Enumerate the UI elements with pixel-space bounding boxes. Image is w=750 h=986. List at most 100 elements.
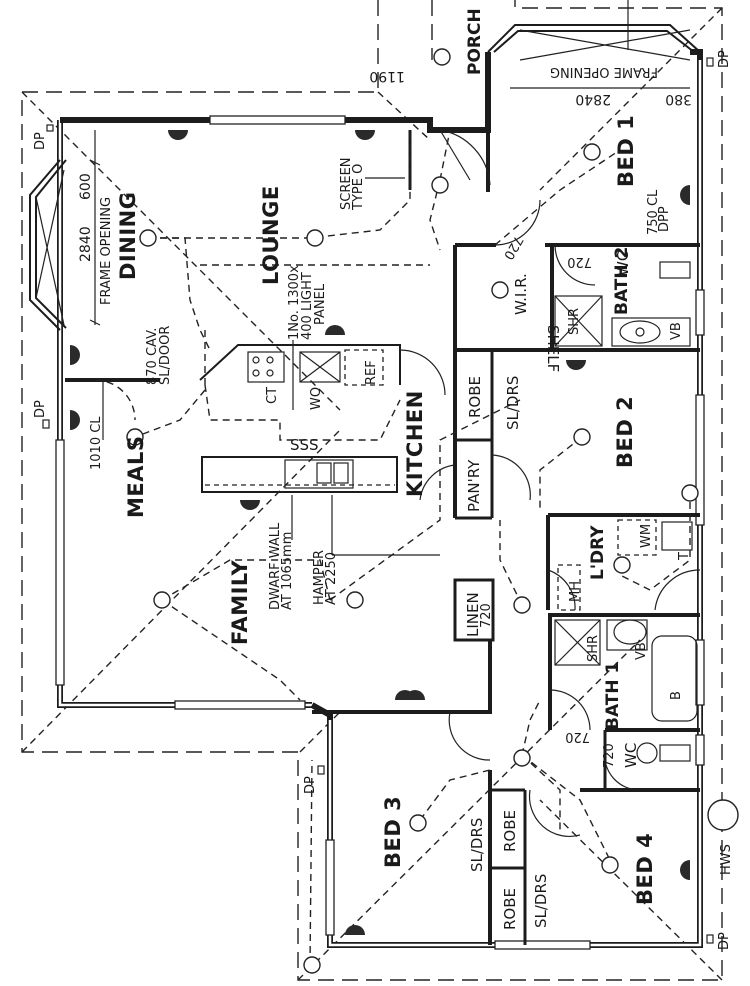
label-sl-drs-bed4: SL/DRS <box>532 874 550 928</box>
bathtub <box>651 635 698 722</box>
window <box>695 734 705 766</box>
ceiling-light <box>513 596 531 614</box>
window <box>174 700 306 710</box>
note-hamper-2: AT 2250 <box>324 552 339 605</box>
label-shelf: SHELF <box>544 325 562 372</box>
dim-bed1-2840: 2840 <box>575 91 611 107</box>
power-point <box>70 410 80 430</box>
power-point <box>70 345 80 365</box>
room-label-bed4: BED 4 <box>633 833 657 905</box>
washing-machine <box>617 519 657 556</box>
note-light-panel-1: 1No. 1300x <box>287 265 302 340</box>
room-label-wc-bath2: WC <box>614 251 632 276</box>
dim-dining-600: 600 <box>78 173 94 200</box>
dim-door-wir: 720 <box>500 233 525 262</box>
label-bathtub: B <box>669 691 684 700</box>
room-label-pantry: PAN'RY <box>465 459 483 512</box>
dim-bed1-380: 380 <box>665 91 692 107</box>
ceiling-light <box>431 176 449 194</box>
label-ct: CT <box>265 387 280 404</box>
room-label-bed3: BED 3 <box>381 796 405 868</box>
ceiling-light <box>409 814 427 832</box>
ceiling-light <box>601 856 619 874</box>
label-vb-bath1: VB <box>634 642 649 660</box>
dim-porch: 1190 <box>369 68 405 84</box>
label-sl-drs-bed2: SL/DRS <box>504 376 522 430</box>
note-dwarf-wall-1: DWARF WALL <box>268 522 283 610</box>
ceiling-light <box>681 484 699 502</box>
bath-fixtures <box>554 261 698 764</box>
dim-door-linen: 720 <box>479 603 494 628</box>
room-label-meals: MEALS <box>124 435 148 518</box>
room-label-bed2: BED 2 <box>613 396 637 468</box>
label-hws: HWS <box>719 844 734 875</box>
toilet-wc <box>659 744 691 762</box>
cooktop <box>247 351 285 383</box>
room-label-lounge: LOUNGE <box>259 185 283 285</box>
labels: DINING LOUNGE MEALS FAMILY KITCHEN PORCH… <box>33 8 734 950</box>
ceiling-light <box>513 749 531 767</box>
label-wm: WM <box>639 524 654 548</box>
label-mh: MH <box>568 581 583 602</box>
power-point <box>355 130 375 140</box>
label-downpipe-4: DP <box>717 50 732 68</box>
refrigerator-space <box>344 349 384 386</box>
note-cav-door-2: SL/DOOR <box>158 326 173 385</box>
note-hamper-1: HAMPER <box>312 550 327 605</box>
label-downpipe-5: DP <box>717 932 732 950</box>
note-cav-door-1: 870 CAV. <box>145 328 160 385</box>
label-shr-bath1: SHR <box>586 635 601 662</box>
label-sl-drs-bed3: SL/DRS <box>468 818 486 872</box>
note-frame-opening-dining: FRAME OPENING <box>99 197 114 305</box>
ceiling-light <box>139 229 157 247</box>
room-label-bath1: BATH 1 <box>603 662 623 730</box>
room-label-porch: PORCH <box>465 8 485 75</box>
ceiling-light <box>126 428 144 446</box>
room-label-wir: W.I.R. <box>512 273 530 315</box>
room-label-dining: DINING <box>116 192 140 280</box>
room-label-laundry: L'DRY <box>588 525 608 580</box>
ceiling-light <box>306 229 324 247</box>
power-point <box>240 500 260 510</box>
door-swings <box>94 129 701 838</box>
note-frame-opening-bed1: FRAME OPENING <box>550 64 658 79</box>
dim-door-bath1: 720 <box>565 729 590 744</box>
dim-dining-2840: 2840 <box>78 226 94 262</box>
toilet-bath2 <box>659 261 691 279</box>
label-wo: WO <box>309 387 324 410</box>
ceiling-light <box>573 428 591 446</box>
roof-outline <box>21 0 723 981</box>
room-label-linen: LINEN <box>464 592 482 637</box>
dim-door-wc: 720 <box>602 743 617 768</box>
downpipe-marker <box>317 765 325 775</box>
power-point <box>325 325 345 335</box>
power-point <box>345 925 365 935</box>
room-label-bath2: BATH 2 <box>612 247 632 315</box>
ceiling-light <box>433 48 451 66</box>
window <box>695 394 705 526</box>
room-label-bed1: BED 1 <box>614 115 638 187</box>
downpipe-marker <box>46 124 54 132</box>
ceiling-light <box>346 591 364 609</box>
window <box>494 940 591 950</box>
note-bed1-cl: 750 CL <box>646 189 661 235</box>
label-robe-bed4: ROBE <box>501 888 519 930</box>
power-point <box>405 690 425 700</box>
internal-walls <box>65 130 700 945</box>
ceiling-light <box>491 281 509 299</box>
kitchen-benches <box>199 344 401 493</box>
power-point <box>168 130 188 140</box>
label-downpipe-1: DP <box>33 132 48 150</box>
vanity-bath2 <box>611 317 691 347</box>
label-vb-bath2: VB <box>669 322 684 340</box>
dim-door-bath2: 720 <box>567 254 592 269</box>
ceiling-light <box>153 591 171 609</box>
hot-water-system <box>707 799 739 831</box>
window <box>55 439 65 686</box>
label-trough: T <box>677 552 692 561</box>
note-screen-1: SCREEN <box>339 157 354 210</box>
label-robe-bed3: ROBE <box>501 810 519 852</box>
note-screen-2: TYPE O <box>351 164 366 211</box>
sink <box>284 459 354 489</box>
